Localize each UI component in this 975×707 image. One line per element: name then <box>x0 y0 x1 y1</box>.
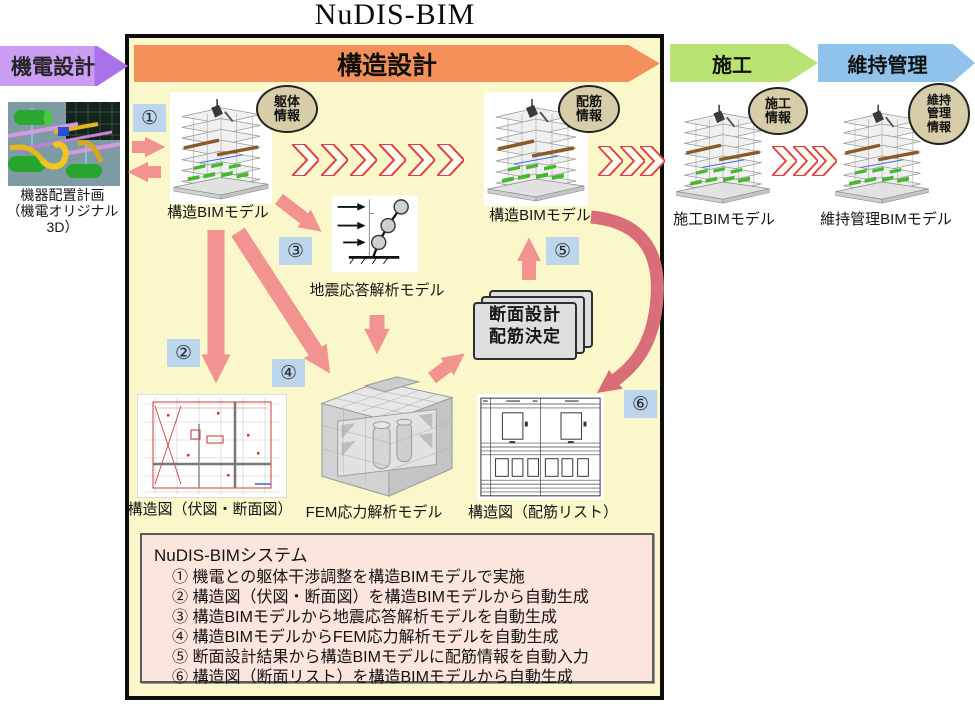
seismic-analysis-model-image <box>332 192 418 276</box>
banner-structural-label: 構造設計 <box>336 51 437 80</box>
structural-bim-1-label: 構造BIMモデル <box>167 204 269 221</box>
maintenance-info-line2: 管理 <box>926 106 951 121</box>
step-badge-6: ⑥ <box>624 390 657 418</box>
step-badge-1: ① <box>133 104 166 132</box>
structural-bim-2-label: 構造BIMモデル <box>489 207 591 224</box>
fem-model-label: FEM応力解析モデル <box>305 504 443 521</box>
seismic-model-label: 地震応答解析モデル <box>309 282 445 299</box>
system-item-3: ③ 構造BIMモデルから地震応答解析モデルを自動生成 <box>172 609 557 626</box>
banner-mechanical-design: 機電設計 <box>0 46 128 86</box>
structural-plan-label: 構造図（伏図・断面図） <box>127 501 293 518</box>
maintenance-bim-label: 維持管理BIMモデル <box>820 211 952 228</box>
frame-info-line2: 情報 <box>273 108 300 123</box>
banner-construction-label: 施工 <box>712 54 752 77</box>
decision-sheet-line1: 断面設計 <box>489 305 561 324</box>
fem-model-image <box>314 366 460 504</box>
frame-info-line1: 躯体 <box>273 93 300 109</box>
construction-info-line2: 情報 <box>764 110 791 125</box>
frame-info-callout: 躯体 情報 <box>256 85 318 133</box>
maintenance-info-callout: 維持 管理 情報 <box>908 83 970 145</box>
decision-sheet-front: 断面設計 配筋決定 <box>473 302 577 360</box>
banner-structural-design: 構造設計 <box>134 45 660 82</box>
banner-mechanical-label: 機電設計 <box>11 56 95 79</box>
mechanical-piping-image <box>8 102 120 186</box>
maintenance-info-line3: 情報 <box>926 119 951 134</box>
mechanical-image-caption: 機器配置計画 （機電オリジナル3D） <box>0 187 125 235</box>
system-item-4: ④ 構造BIMモデルからFEM応力解析モデルを自動生成 <box>172 629 559 646</box>
mechanical-caption-line1: 機器配置計画 <box>20 187 105 203</box>
construction-info-line1: 施工 <box>764 95 791 111</box>
system-item-1: ① 機電との躯体干渉調整を構造BIMモデルで実施 <box>172 569 525 586</box>
rebar-list-drawing-image <box>477 394 604 500</box>
step-badge-3: ③ <box>279 237 312 265</box>
system-item-6: ⑥ 構造図（断面リスト）を構造BIMモデルから自動生成 <box>172 669 573 686</box>
step-badge-4: ④ <box>272 359 305 387</box>
banner-maintenance-label: 維持管理 <box>847 54 928 77</box>
banner-construction: 施工 <box>670 44 818 82</box>
page-title: NuDIS-BIM <box>314 0 476 31</box>
system-item-2: ② 構造図（伏図・断面図）を構造BIMモデルから自動生成 <box>172 589 589 606</box>
construction-bim-label: 施工BIMモデル <box>673 211 775 228</box>
rebar-info-callout: 配筋 情報 <box>558 85 620 133</box>
decision-sheet-line2: 配筋決定 <box>489 327 561 347</box>
banner-maintenance: 維持管理 <box>818 44 975 82</box>
structural-plan-drawing-image <box>137 394 287 498</box>
rebar-info-line2: 情報 <box>575 108 602 123</box>
maintenance-info-line1: 維持 <box>926 92 951 107</box>
step-badge-2: ② <box>167 339 200 367</box>
step-badge-5: ⑤ <box>546 237 579 265</box>
rebar-info-line1: 配筋 <box>575 93 602 109</box>
mechanical-caption-line2: （機電オリジナル3D） <box>6 203 119 236</box>
system-box-heading: NuDIS-BIMシステム <box>154 546 308 565</box>
system-item-5: ⑤ 断面設計結果から構造BIMモデルに配筋情報を自動入力 <box>172 649 589 666</box>
system-description-box: NuDIS-BIMシステム ① 機電との躯体干渉調整を構造BIMモデルで実施 ②… <box>140 533 654 686</box>
rebar-list-label: 構造図（配筋リスト） <box>468 504 619 521</box>
construction-info-callout: 施工 情報 <box>748 87 808 135</box>
chevron-flow-to-maintenance <box>772 146 837 176</box>
